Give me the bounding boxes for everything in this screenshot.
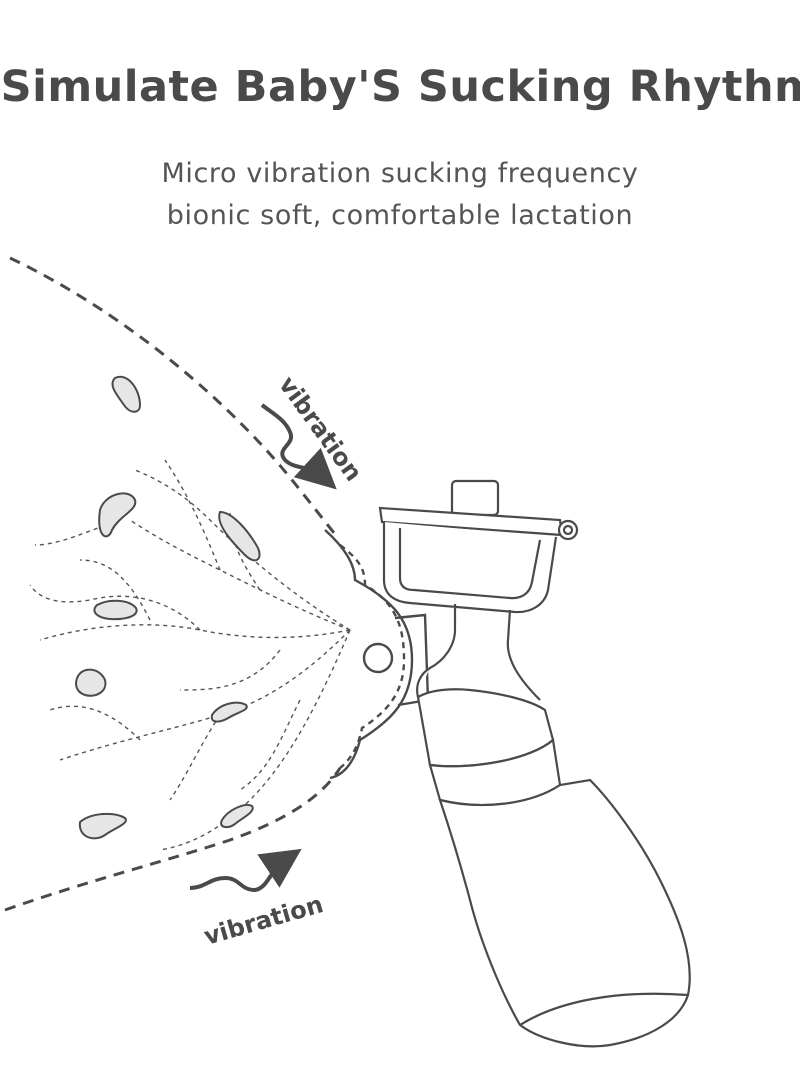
wavy-arrow-icon xyxy=(260,403,337,490)
vibration-arrow-bottom: vibration xyxy=(189,848,326,951)
breast-outline xyxy=(4,256,342,912)
subtitle-line-2: bionic soft, comfortable lactation xyxy=(166,200,634,231)
pump-body xyxy=(378,479,579,701)
milk-gland-shapes xyxy=(75,375,261,840)
subtitle-line-1: Micro vibration sucking frequency xyxy=(161,158,639,189)
milk-duct-network xyxy=(29,459,351,851)
page-headline: Simulate Baby'S Sucking Rhythm xyxy=(0,62,800,112)
vibration-label-bottom: vibration xyxy=(201,890,326,951)
milk-bottle xyxy=(416,688,691,1048)
breast-shield xyxy=(324,529,430,780)
vibration-arrow-top: vibration xyxy=(260,371,368,490)
wavy-arrow-icon xyxy=(189,848,302,893)
